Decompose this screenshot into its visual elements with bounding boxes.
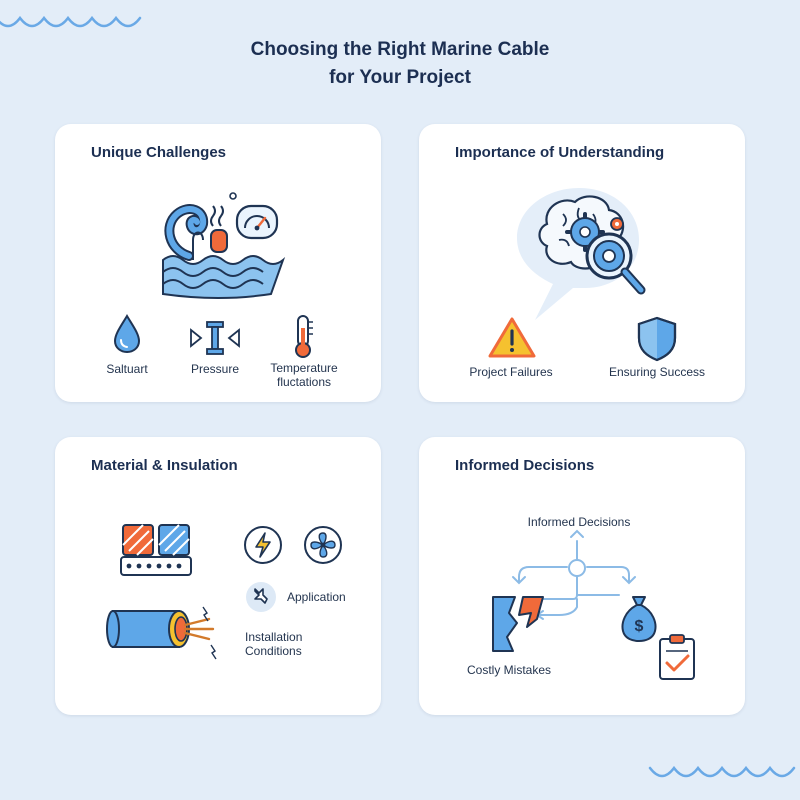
shield-icon xyxy=(637,316,677,362)
item-label-project-failures: Project Failures xyxy=(469,365,553,379)
money-bag-icon: $ xyxy=(621,596,657,643)
card-title: Informed Decisions xyxy=(455,457,595,474)
warning-icon xyxy=(488,317,536,358)
item-label-costly-mistakes: Costly Mistakes xyxy=(467,663,552,677)
water-serpent-icon xyxy=(162,192,286,299)
magnifier-icon xyxy=(585,232,646,295)
checklist-icon xyxy=(659,634,695,680)
wave-decoration-bottom xyxy=(648,765,796,778)
page-title-line-1: Choosing the Right Marine Cable xyxy=(250,39,550,60)
cable-icon xyxy=(106,606,217,660)
page-title: Choosing the Right Marine Cable for Your… xyxy=(0,36,800,92)
wrench-icon xyxy=(246,582,276,612)
wave-decoration-top xyxy=(0,15,142,28)
lightning-icon xyxy=(244,526,282,564)
item-label-application: Application xyxy=(287,590,346,604)
pressure-clamp-icon xyxy=(190,321,240,355)
item-label-temperature: Temperature fluctations xyxy=(270,361,338,389)
broken-wall-icon xyxy=(492,596,544,652)
diagram-label-informed-decisions: Informed Decisions xyxy=(527,515,631,529)
page-title-line-2: for Your Project xyxy=(329,67,471,88)
card-importance-of-understanding: Importance of Understanding Project Fail… xyxy=(419,124,745,402)
material-panel-icon xyxy=(120,524,192,576)
fan-icon xyxy=(304,526,342,564)
card-informed-decisions: Informed Decisions Informed Decisions Co… xyxy=(419,437,745,715)
svg-text:$: $ xyxy=(635,618,644,635)
item-label-ensuring-success: Ensuring Success xyxy=(608,365,706,379)
card-unique-challenges: Unique Challenges Saltuart Pressure xyxy=(55,124,381,402)
card-title: Material & Insulation xyxy=(91,457,238,474)
pressure-gauge-icon xyxy=(235,204,279,240)
flow-node-icon xyxy=(512,529,636,620)
water-drop-icon xyxy=(113,314,141,354)
thermometer-icon xyxy=(295,315,313,358)
card-material-insulation: Material & Insulation Application Instal… xyxy=(55,437,381,715)
card-title: Unique Challenges xyxy=(91,144,227,161)
card-title: Importance of Understanding xyxy=(455,144,665,161)
item-label-installation-conditions: Installation Conditions xyxy=(245,630,303,658)
item-label-pressure: Pressure xyxy=(190,362,240,376)
item-label-saltwater: Saltuart xyxy=(106,362,148,376)
